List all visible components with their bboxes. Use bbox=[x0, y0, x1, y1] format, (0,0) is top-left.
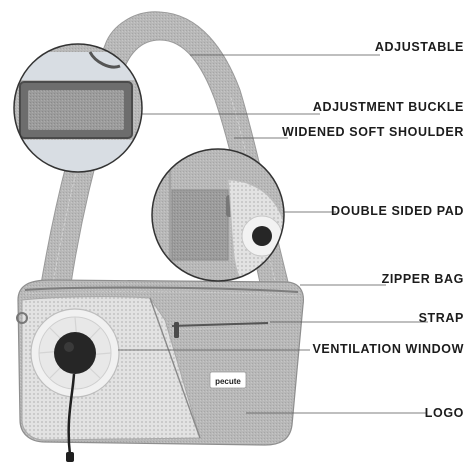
callout-adjustable: ADJUSTABLE bbox=[374, 40, 464, 54]
leader-lines bbox=[118, 54, 428, 414]
callout-zipper-bag: ZIPPER BAG bbox=[381, 272, 464, 286]
callout-adjustment-buckle: ADJUSTMENT BUCKLE bbox=[312, 100, 464, 114]
logo-text: pecute bbox=[215, 377, 241, 386]
zipper-pocket bbox=[171, 322, 269, 327]
callout-widened-soft-shoulder: WIDENED SOFT SHOULDER bbox=[281, 125, 464, 139]
callout-logo: LOGO bbox=[424, 406, 464, 420]
logo-tag bbox=[209, 371, 247, 389]
ventilation-window bbox=[30, 308, 120, 398]
zoom-circle-buckle bbox=[13, 43, 143, 173]
callout-double-sided-pad: DOUBLE SIDED PAD bbox=[331, 204, 464, 218]
callout-ventilation-window: VENTILATION WINDOW bbox=[312, 342, 464, 356]
callout-strap: STRAP bbox=[418, 311, 464, 325]
zipper-top bbox=[24, 286, 299, 293]
drawstring-cord bbox=[67, 373, 76, 456]
zoom-circle-pad bbox=[151, 148, 285, 282]
